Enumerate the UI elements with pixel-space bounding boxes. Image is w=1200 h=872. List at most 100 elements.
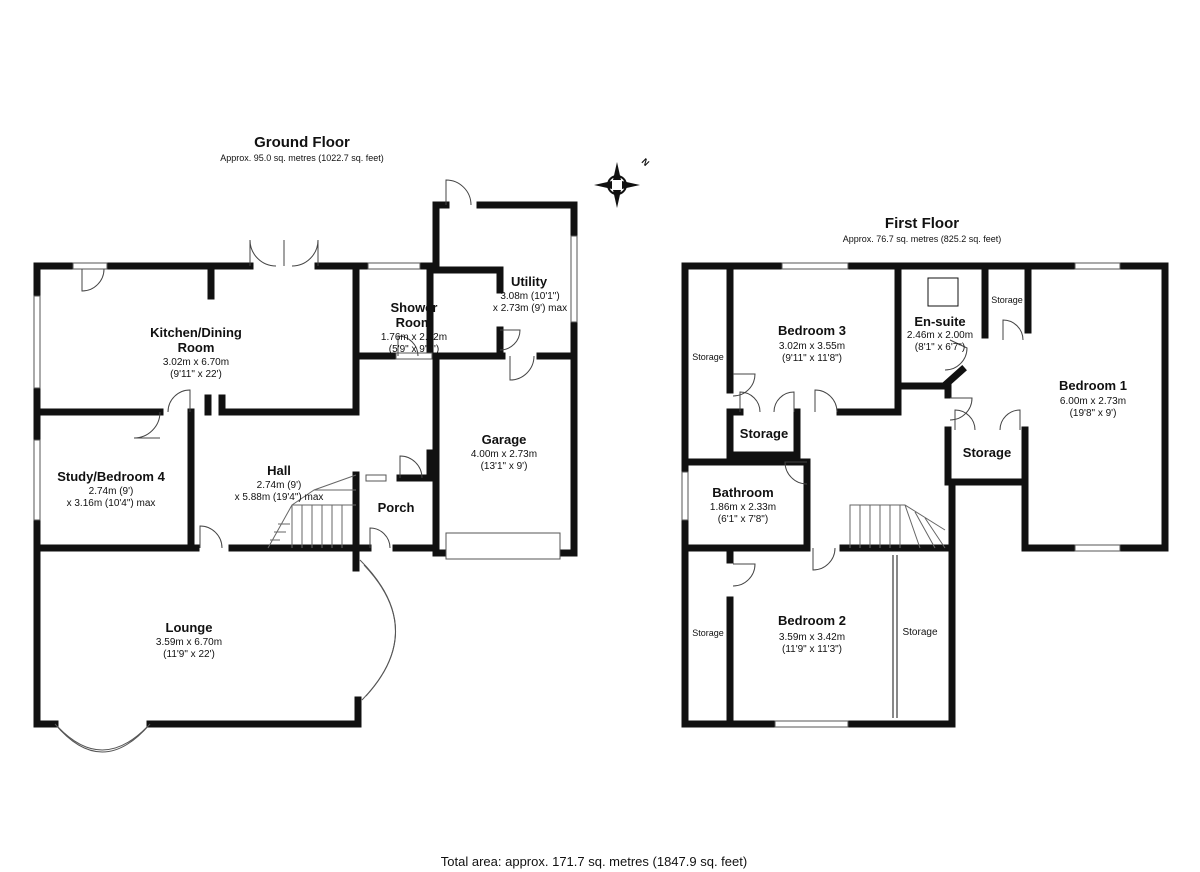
garage-door <box>445 532 561 560</box>
hall-dim: 2.74m (9') <box>257 480 302 491</box>
window <box>72 262 108 270</box>
wall <box>33 394 212 416</box>
kitchen-dim-imperial: (9'11" x 22') <box>170 369 222 380</box>
total-area: Total area: approx. 171.7 sq. metres (18… <box>441 854 747 869</box>
kitchen-name: Kitchen/Dining <box>150 325 242 340</box>
wall <box>33 696 362 728</box>
bay-window <box>54 723 151 753</box>
door <box>944 339 968 371</box>
door <box>133 411 161 439</box>
door <box>812 547 836 571</box>
bay-window <box>57 726 148 751</box>
window <box>781 262 849 270</box>
study-dim: 2.74m (9') <box>89 486 134 497</box>
ground-floor-area: Approx. 95.0 sq. metres (1022.7 sq. feet… <box>220 153 384 163</box>
bedroom3-name: Bedroom 3 <box>778 323 846 338</box>
door <box>732 563 756 587</box>
shower-room-name-line2: Room <box>396 315 433 330</box>
wall <box>894 365 967 390</box>
first-floor-plan: First Floor Approx. 76.7 sq. metres (825… <box>681 215 1169 728</box>
lounge-dim: 3.59m x 6.70m <box>156 637 222 648</box>
door <box>784 461 808 485</box>
wall <box>944 426 1029 486</box>
ensuite-name: En-suite <box>914 314 965 329</box>
storage-label: Storage <box>740 426 788 441</box>
first-floor-area: Approx. 76.7 sq. metres (825.2 sq. feet) <box>843 234 1002 244</box>
shower-room-dim: 1.76m x 2.92m <box>381 332 447 343</box>
storage-label: Storage <box>902 627 937 638</box>
door <box>1002 319 1024 341</box>
door <box>167 389 191 413</box>
hall-name: Hall <box>267 463 291 478</box>
door <box>81 268 105 292</box>
bay-window <box>363 564 396 697</box>
ensuite-dim: 2.46m x 2.00m <box>907 330 973 341</box>
ground-floor-plan: Ground Floor Approx. 95.0 sq. metres (10… <box>33 134 651 753</box>
door <box>732 373 756 397</box>
skylight <box>927 277 959 307</box>
garage-name: Garage <box>482 432 527 447</box>
door <box>509 355 535 381</box>
door <box>369 527 391 549</box>
storage-label: Storage <box>991 295 1023 305</box>
staircase <box>849 504 946 549</box>
wall <box>396 449 434 482</box>
door <box>445 179 472 206</box>
wall <box>432 201 578 557</box>
wall <box>218 262 360 416</box>
garage-dim: 4.00m x 2.73m <box>471 449 537 460</box>
garage-dim-imperial: (13'1" x 9') <box>481 461 528 472</box>
utility-name: Utility <box>511 274 548 289</box>
lounge-dim-imperial: (11'9" x 22') <box>163 649 215 660</box>
wall <box>432 266 504 360</box>
door <box>397 335 419 357</box>
wall <box>836 262 902 416</box>
bedroom1-dim: 6.00m x 2.73m <box>1060 396 1126 407</box>
door <box>949 397 973 421</box>
compass-north-label: N <box>640 156 652 168</box>
bedroom3-dim-imperial: (9'11" x 11'8") <box>782 353 842 364</box>
utility-dim: 3.08m (10'1") <box>500 291 559 302</box>
storage-label: Storage <box>963 445 1011 460</box>
wall <box>726 262 801 459</box>
window <box>1074 544 1121 552</box>
door <box>814 389 838 413</box>
window <box>774 720 849 728</box>
compass-icon: N <box>594 156 651 208</box>
shower-room-name: Shower <box>391 300 438 315</box>
storage-label: Storage <box>692 352 724 362</box>
wall <box>981 262 1032 339</box>
bedroom3-dim: 3.02m x 3.55m <box>779 341 845 352</box>
window <box>1074 262 1121 270</box>
kitchen-name-line2: Room <box>178 340 215 355</box>
shower-room-dim-imperial: (5'9" x 9'7") <box>389 344 439 355</box>
first-floor-title: First Floor <box>885 215 959 232</box>
door <box>399 455 423 479</box>
sliding-door <box>892 555 898 718</box>
study-name: Study/Bedroom 4 <box>57 469 165 484</box>
wall <box>352 352 440 557</box>
wall <box>681 262 899 728</box>
kitchen-dim: 3.02m x 6.70m <box>163 357 229 368</box>
double-door <box>954 409 1021 431</box>
window <box>681 471 689 521</box>
window <box>365 474 387 482</box>
bathroom-name: Bathroom <box>712 485 773 500</box>
utility-dim-max: x 2.73m (9') max <box>493 303 567 314</box>
storage-label: Storage <box>692 628 724 638</box>
bedroom1-dim-imperial: (19'8" x 9') <box>1070 408 1117 419</box>
window <box>570 235 578 323</box>
bathroom-dim: 1.86m x 2.33m <box>710 502 776 513</box>
bedroom1-name: Bedroom 1 <box>1059 378 1127 393</box>
ground-floor-title: Ground Floor <box>254 134 350 151</box>
door <box>199 525 223 549</box>
door <box>499 329 521 351</box>
staircase <box>267 474 357 549</box>
hall-dim-max: x 5.88m (19'4") max <box>235 492 324 503</box>
window <box>33 439 41 521</box>
study-dim-max: x 3.16m (10'4") max <box>67 498 156 509</box>
lounge-name: Lounge <box>166 620 213 635</box>
window <box>367 262 421 270</box>
bedroom2-name: Bedroom 2 <box>778 613 846 628</box>
